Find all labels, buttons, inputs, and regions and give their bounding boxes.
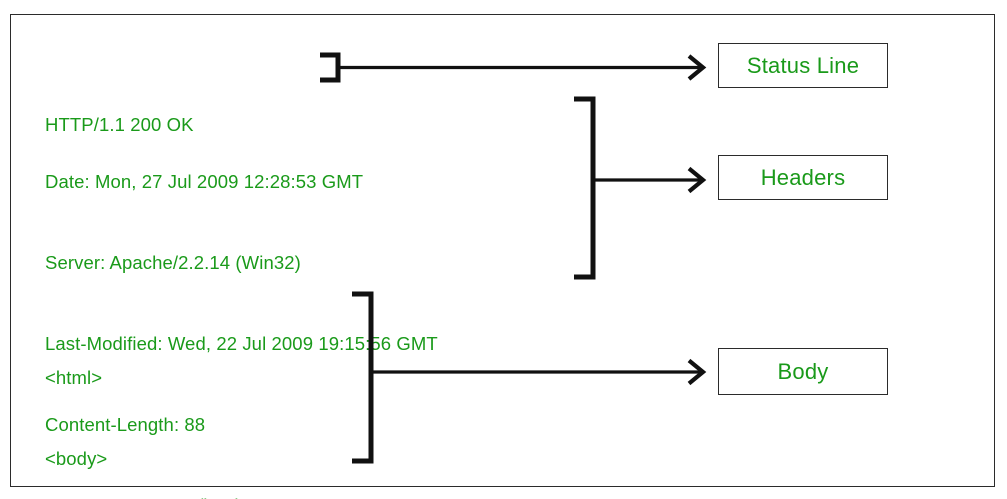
- label-box-body-text: Body: [777, 358, 829, 384]
- header-line: Server: Apache/2.2.14 (Win32): [45, 252, 301, 273]
- header-line: Content-Length: 88: [45, 414, 206, 435]
- status-line-value: HTTP/1.1 200 OK: [45, 114, 194, 135]
- body-line: <body>: [45, 448, 108, 469]
- header-line: Content-Type: text/html: [45, 492, 438, 499]
- label-box-headers-text: Headers: [760, 164, 846, 190]
- body-line: <html>: [45, 367, 103, 388]
- label-box-status-line: Status Line: [718, 43, 888, 88]
- label-box-headers: Headers: [718, 155, 888, 200]
- header-line: Last-Modified: Wed, 22 Jul 2009 19:15:56…: [45, 333, 438, 354]
- body-text-block: <html> <body> <h1>Hello, World!</h1> </b…: [45, 310, 242, 499]
- headers-text-block: Date: Mon, 27 Jul 2009 12:28:53 GMT Serv…: [45, 114, 438, 499]
- label-box-status-line-text: Status Line: [746, 52, 860, 78]
- header-line: Date: Mon, 27 Jul 2009 12:28:53 GMT: [45, 171, 364, 192]
- diagram-frame: [10, 14, 995, 487]
- status-line-text: HTTP/1.1 200 OK: [45, 57, 194, 192]
- label-box-body: Body: [718, 348, 888, 395]
